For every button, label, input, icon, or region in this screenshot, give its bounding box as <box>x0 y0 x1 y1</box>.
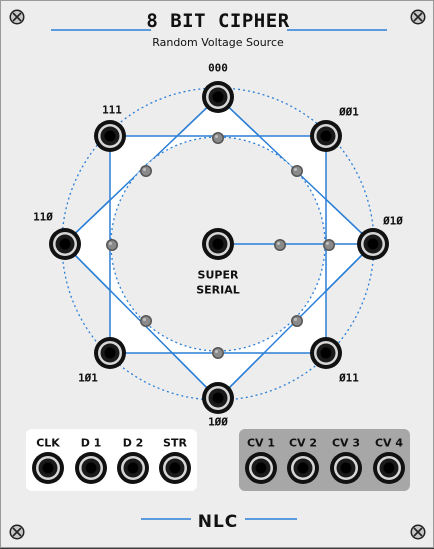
led-indicator-icon <box>140 315 152 327</box>
jack-output-010[interactable] <box>356 227 390 261</box>
jack-output-101[interactable] <box>93 336 127 370</box>
input-label-d1: D 1 <box>80 436 102 450</box>
jack-output-cv2[interactable] <box>286 451 320 485</box>
led-indicator-icon <box>106 239 118 251</box>
led-indicator-icon <box>212 132 224 144</box>
node-label-100: 1ØØ <box>208 415 228 429</box>
jack-output-cv3[interactable] <box>329 451 363 485</box>
screw-icon <box>410 9 426 25</box>
output-label-cv1: CV 1 <box>246 436 276 450</box>
jack-output-000[interactable] <box>201 80 235 114</box>
node-label-110: 11Ø <box>33 210 53 224</box>
input-label-d2: D 2 <box>122 436 144 450</box>
jack-output-100[interactable] <box>201 381 235 415</box>
screw-icon <box>9 9 25 25</box>
input-label-str: STR <box>163 436 187 450</box>
jack-super-serial[interactable] <box>201 227 235 261</box>
led-indicator-icon <box>323 239 335 251</box>
led-indicator-icon <box>291 315 303 327</box>
screw-icon <box>410 524 426 540</box>
output-label-cv3: CV 3 <box>331 436 361 450</box>
output-label-cv2: CV 2 <box>288 436 318 450</box>
output-label-cv4: CV 4 <box>374 436 404 450</box>
jack-input-str[interactable] <box>158 451 192 485</box>
jack-input-clk[interactable] <box>31 451 65 485</box>
jack-output-001[interactable] <box>309 119 343 153</box>
node-label-010: Ø1Ø <box>383 214 403 228</box>
led-indicator-icon <box>212 347 224 359</box>
node-label-001: ØØ1 <box>339 105 359 119</box>
node-label-111: 111 <box>102 103 122 117</box>
jack-output-011[interactable] <box>309 336 343 370</box>
module-title: 8 BIT CIPHER <box>146 10 290 32</box>
jack-input-d2[interactable] <box>116 451 150 485</box>
jack-output-cv1[interactable] <box>244 451 278 485</box>
jack-output-110[interactable] <box>48 227 82 261</box>
jack-output-111[interactable] <box>93 119 127 153</box>
module-subtitle: Random Voltage Source <box>152 36 284 49</box>
jack-input-d1[interactable] <box>74 451 108 485</box>
jack-output-cv4[interactable] <box>372 451 406 485</box>
screw-icon <box>9 524 25 540</box>
led-indicator-icon <box>140 165 152 177</box>
led-indicator-icon <box>274 239 286 251</box>
node-label-000: 000 <box>208 61 228 75</box>
node-label-011: Ø11 <box>339 371 359 385</box>
brand-logo: NLC <box>197 512 239 532</box>
super-serial-label-line2: SERIAL <box>196 283 240 297</box>
super-serial-label-line1: SUPER <box>197 268 239 282</box>
input-label-clk: CLK <box>36 436 60 450</box>
node-label-101: 1Ø1 <box>78 371 98 385</box>
led-indicator-icon <box>291 165 303 177</box>
